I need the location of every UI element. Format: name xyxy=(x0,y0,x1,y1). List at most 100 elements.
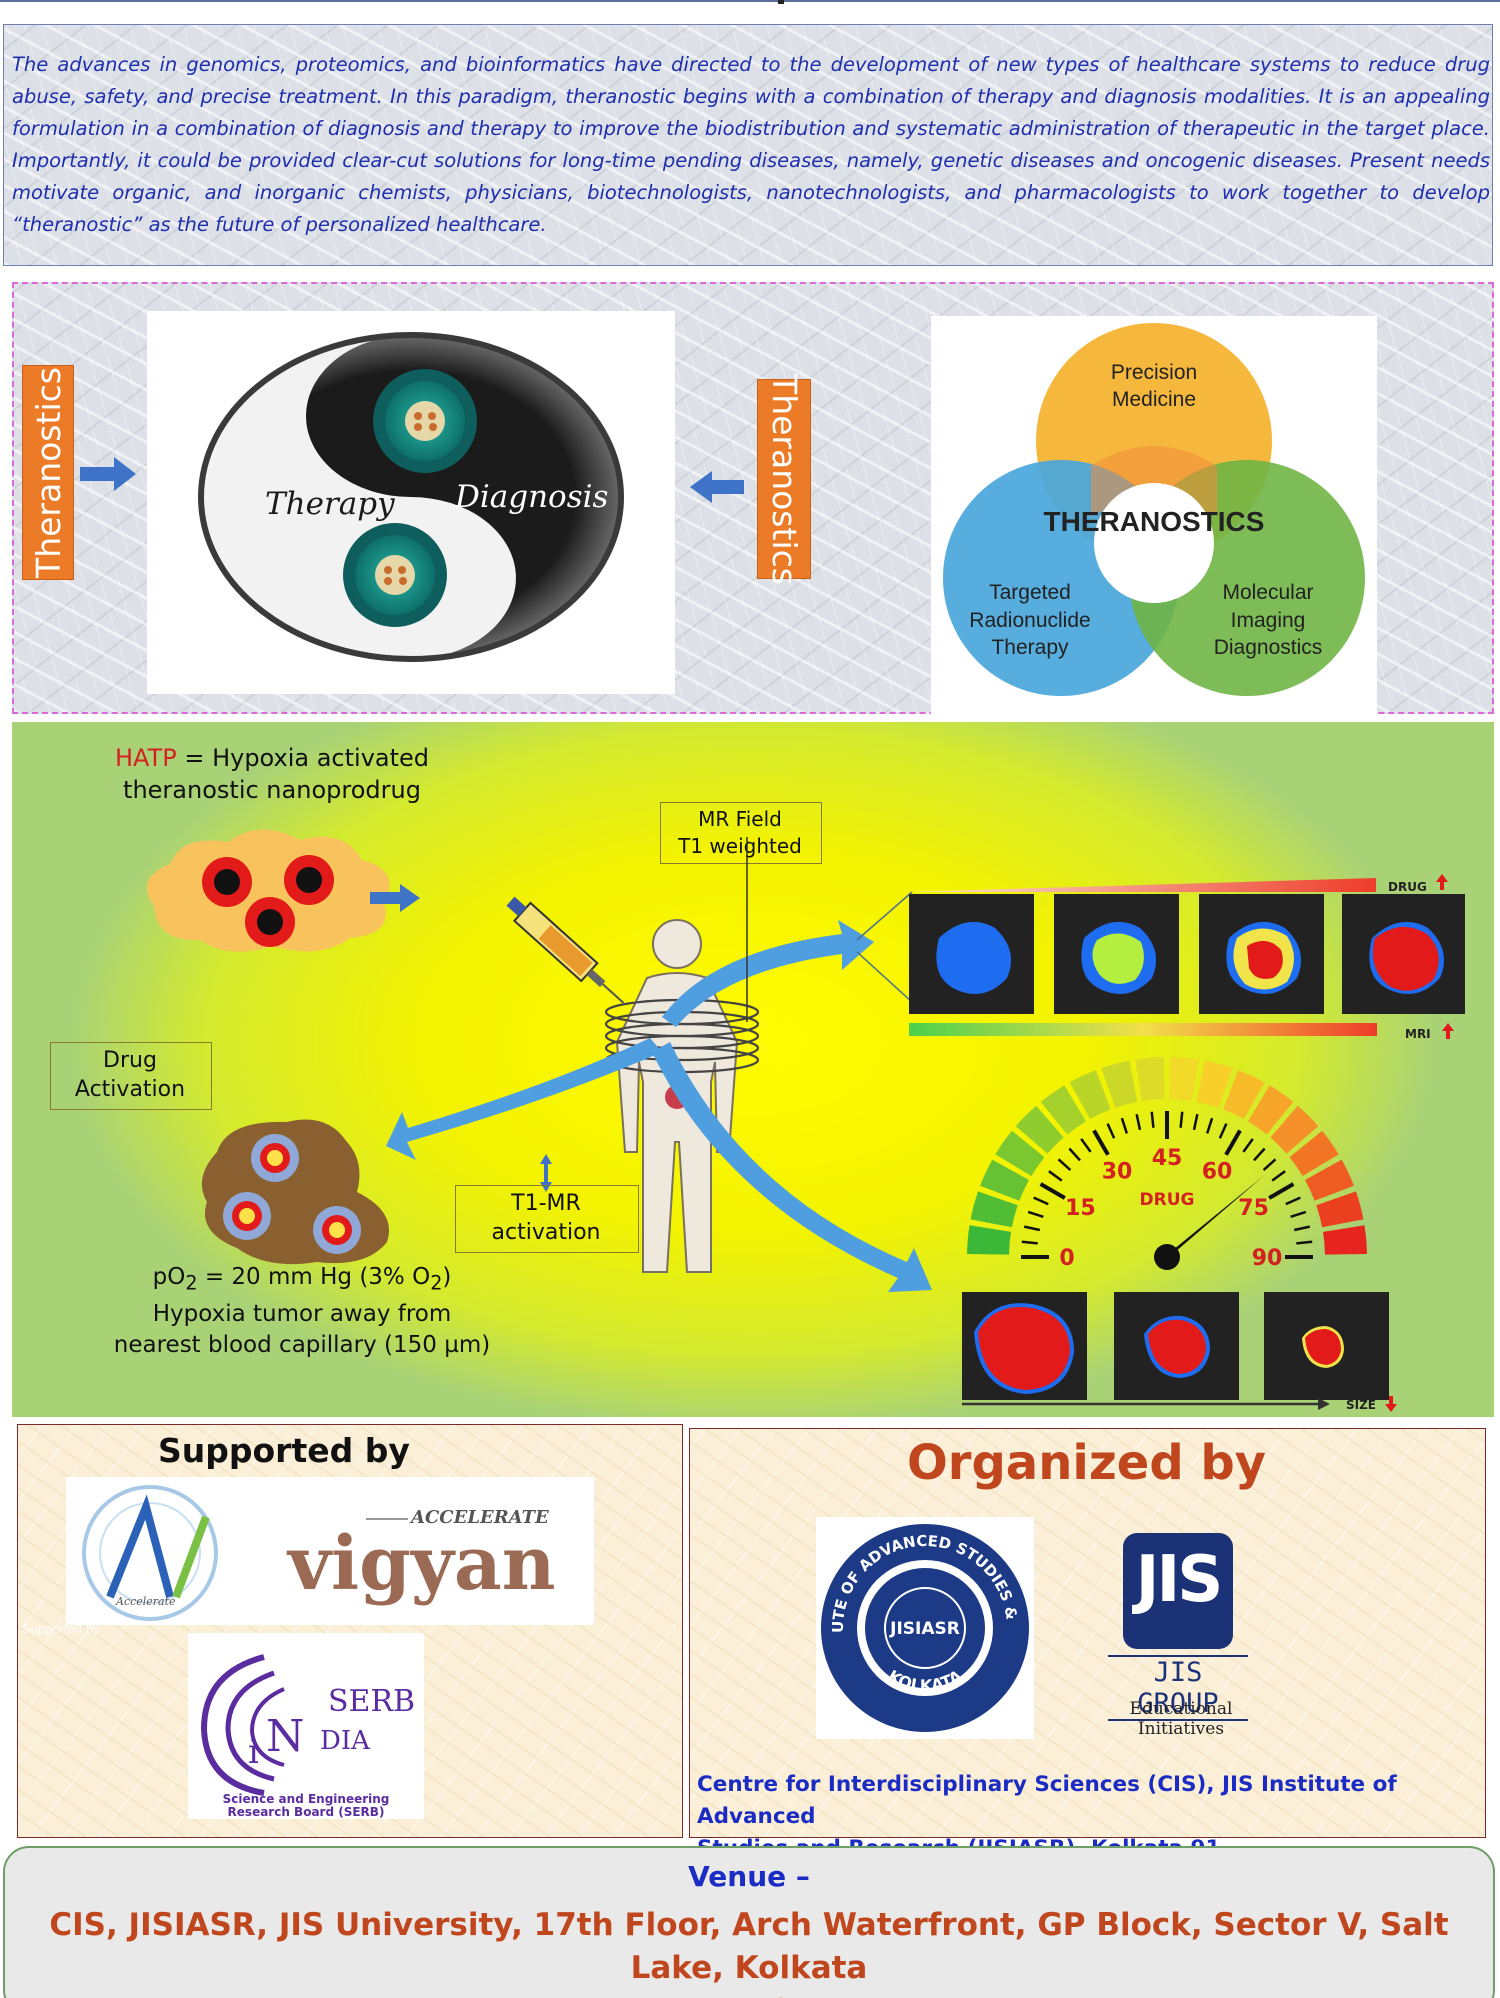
svg-text:Science and Engineering: Science and Engineering xyxy=(223,1792,390,1806)
venn-center-label: THERANOSTICS xyxy=(1044,506,1265,537)
therapy-label: Therapy xyxy=(265,486,395,522)
gauge-tick xyxy=(1262,1158,1277,1171)
gauge-tick xyxy=(1027,1210,1044,1219)
gauge-tick xyxy=(1271,1170,1286,1182)
gauge-segment xyxy=(970,1191,1018,1228)
gauge-segment xyxy=(1289,1130,1339,1176)
gauge-tick xyxy=(1068,1147,1081,1162)
svg-text:N: N xyxy=(266,1711,305,1762)
therapy-cell-icon xyxy=(343,523,447,627)
gauge-tick-label: 30 xyxy=(1102,1159,1133,1184)
hatp-definition: HATP = Hypoxia activated theranostic nan… xyxy=(114,744,430,804)
gauge-tick xyxy=(1290,1210,1307,1219)
tumor-size-series xyxy=(962,1292,1389,1400)
gauge-segment xyxy=(967,1225,1012,1255)
gauge-tick xyxy=(1080,1138,1092,1153)
venn-left-line1: Targeted xyxy=(989,581,1071,604)
supported-by-watermark: Supported by xyxy=(22,1621,100,1636)
venn-left-line2: Radionuclide xyxy=(969,609,1090,632)
delivery-arrows xyxy=(386,837,932,1292)
gauge-segment xyxy=(1316,1191,1364,1228)
size-bar: SIZE xyxy=(962,1396,1397,1412)
top-rule xyxy=(0,0,1500,2)
accelerate-wordmark: ACCELERATE xyxy=(409,1507,549,1528)
jis-group-logo: JIS xyxy=(1123,1533,1233,1649)
gauge-title: DRUG xyxy=(1140,1190,1195,1210)
gauge-tick xyxy=(1023,1225,1041,1232)
venue-title: Venue – xyxy=(688,1860,810,1893)
gauge-tick xyxy=(1179,1111,1184,1128)
venn-right-line1: Molecular xyxy=(1222,581,1313,604)
gauge-segment xyxy=(1169,1057,1199,1102)
syringe-icon xyxy=(506,896,625,1004)
abstract-panel: The advances in genomics, proteomics, an… xyxy=(3,24,1493,266)
gauge-tick xyxy=(1106,1123,1116,1139)
gauge-tick-label: 0 xyxy=(1059,1246,1074,1271)
down-arrow-icon xyxy=(1385,1396,1397,1412)
diagnosis-label: Diagnosis xyxy=(454,479,608,515)
serb-india-logo: SERB i N DIA Science and Engineering Res… xyxy=(188,1633,424,1819)
venn-right-line2: Imaging xyxy=(1231,609,1306,632)
gauge-segment xyxy=(1248,1085,1294,1135)
svg-text:Research Board (SERB): Research Board (SERB) xyxy=(228,1805,385,1819)
gauge-tick xyxy=(1296,1240,1313,1245)
gauge-tick xyxy=(1192,1113,1199,1131)
hatp-mechanism-panel: HATP = Hypoxia activated theranostic nan… xyxy=(12,722,1494,1417)
svg-text:SERB: SERB xyxy=(328,1684,415,1719)
mri-bar-label: MRI xyxy=(1405,1027,1431,1041)
nanoprodrug-cloud-icon xyxy=(146,829,420,952)
arrow-right-icon xyxy=(80,457,136,491)
drug-bar-label: DRUG xyxy=(1388,880,1427,894)
venue-panel: Venue – CIS, JISIASR, JIS University, 17… xyxy=(3,1846,1495,1998)
up-arrow-icon xyxy=(1442,1023,1454,1039)
venn-center xyxy=(1094,483,1214,603)
gauge-segment xyxy=(1223,1070,1265,1119)
activated-drug-blob-icon xyxy=(201,1119,389,1265)
svg-text:JISIASR: JISIASR xyxy=(889,1619,960,1639)
gauge-segment xyxy=(1135,1057,1165,1102)
gauge-tick xyxy=(1021,1240,1038,1245)
svg-text:Accelerate: Accelerate xyxy=(115,1595,176,1608)
venn-left-line3: Therapy xyxy=(991,636,1069,659)
venue-address: CIS, JISIASR, JIS University, 17th Floor… xyxy=(49,1907,1449,1998)
theranostics-label-right: Theranostics xyxy=(757,374,811,584)
gauge-tick xyxy=(1268,1182,1295,1200)
diagnosis-cell-icon xyxy=(373,369,477,473)
gauge-tick xyxy=(1218,1123,1228,1139)
up-arrow-icon xyxy=(1436,874,1448,890)
gauge-segment xyxy=(980,1159,1029,1201)
gauge-segment xyxy=(1015,1105,1064,1154)
mri-bar-label-group: MRI xyxy=(1405,1023,1454,1041)
gauge-segment xyxy=(1305,1159,1354,1201)
gauge-segment xyxy=(1069,1070,1111,1119)
gauge-tick xyxy=(1285,1196,1301,1206)
gauge-tick xyxy=(1033,1196,1049,1206)
abstract-text: The advances in genomics, proteomics, an… xyxy=(12,53,1490,236)
mri-tumor-series xyxy=(909,894,1465,1036)
jisiasr-seal-logo: JIS INSTITUTE OF ADVANCED STUDIES & RESE… xyxy=(810,1503,1034,1739)
theranostics-label-left: Theranostics xyxy=(22,365,74,580)
supported-by-title: Supported by xyxy=(158,1431,410,1470)
venn-top-line2: Medicine xyxy=(1112,388,1196,411)
gauge-tick-label: 60 xyxy=(1202,1159,1233,1184)
vigyan-wordmark: vigyan xyxy=(286,1521,556,1607)
gauge-tick-label: 75 xyxy=(1238,1196,1269,1221)
gauge-segment xyxy=(1040,1085,1086,1135)
gauge-segment xyxy=(995,1130,1045,1176)
gauge-tick xyxy=(1135,1113,1142,1131)
gauge-tick-label: 15 xyxy=(1065,1196,1096,1221)
gauge-tick xyxy=(1092,1129,1110,1156)
gauge-tick xyxy=(1205,1117,1214,1134)
gauge-segment xyxy=(1101,1060,1138,1108)
gauge-tick xyxy=(1057,1158,1072,1171)
size-bar-label: SIZE xyxy=(1346,1398,1376,1412)
gauge-tick xyxy=(1224,1129,1242,1156)
gauge-segment xyxy=(1270,1105,1319,1154)
vigyan-logo: Accelerate vigyan ACCELERATE xyxy=(66,1477,594,1625)
gauge-tick xyxy=(1120,1117,1129,1134)
title-fragment xyxy=(778,0,784,4)
